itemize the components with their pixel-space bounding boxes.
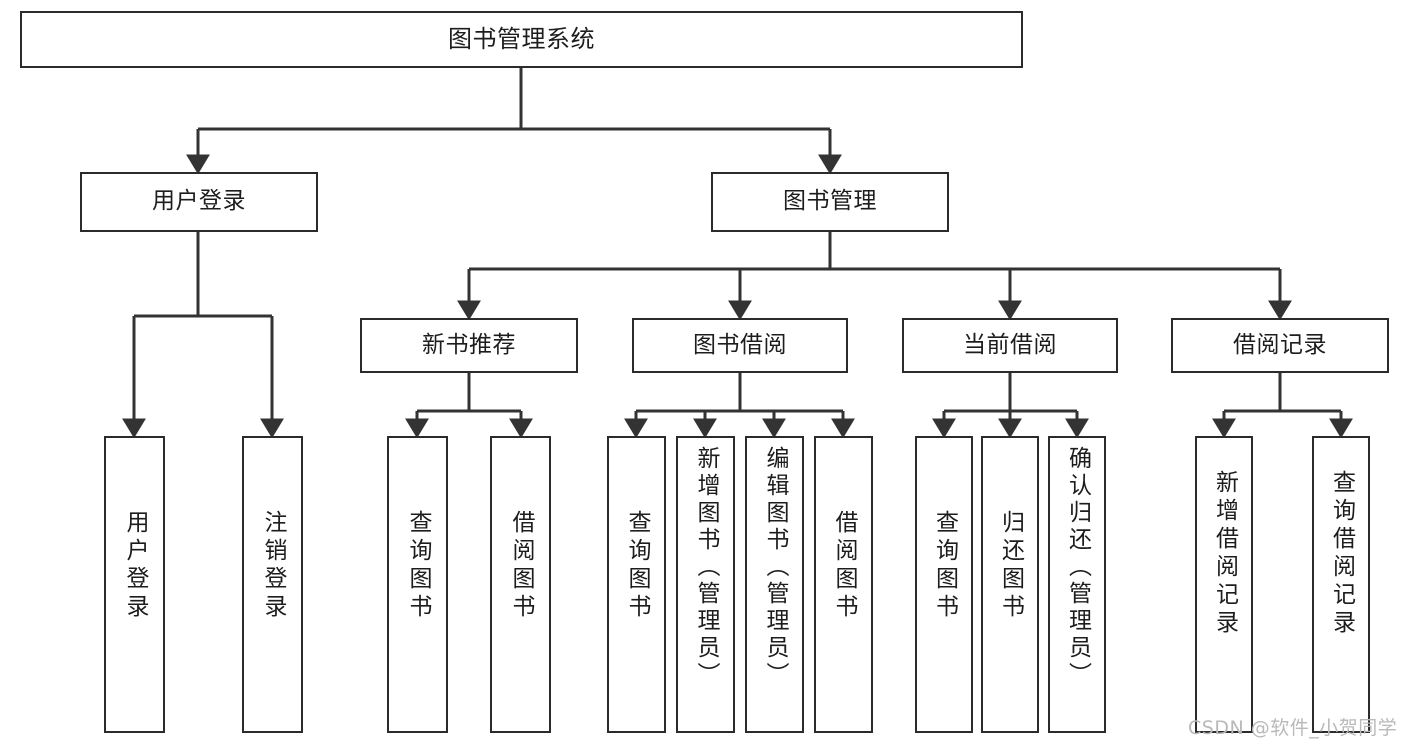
node-leaf-query-book-2-label: 查询图书 xyxy=(624,510,650,622)
node-leaf-confirm-return[interactable]: 确认归还（管理员） xyxy=(1048,436,1106,733)
watermark: CSDN @软件_小贺同学 xyxy=(1188,717,1398,739)
node-leaf-edit-book[interactable]: 编辑图书（管理员） xyxy=(745,436,804,733)
node-leaf-add-book[interactable]: 新增图书（管理员） xyxy=(676,436,735,733)
node-leaf-borrow-book-1-label: 借阅图书 xyxy=(508,510,534,622)
node-book-borrow-label: 图书借阅 xyxy=(693,331,787,358)
node-current-borrow[interactable]: 当前借阅 xyxy=(902,318,1118,373)
node-user-login[interactable]: 用户登录 xyxy=(80,172,318,232)
node-leaf-borrow-book-2[interactable]: 借阅图书 xyxy=(814,436,873,733)
node-book-management-label: 图书管理 xyxy=(783,188,877,215)
node-leaf-query-record-label: 查询借阅记录 xyxy=(1328,470,1355,638)
node-leaf-query-record[interactable]: 查询借阅记录 xyxy=(1312,436,1370,733)
node-root-label: 图书管理系统 xyxy=(448,25,595,54)
node-new-book-recommend[interactable]: 新书推荐 xyxy=(360,318,578,373)
node-book-management[interactable]: 图书管理 xyxy=(711,172,949,232)
node-leaf-query-book-2[interactable]: 查询图书 xyxy=(607,436,666,733)
node-leaf-borrow-book-2-label: 借阅图书 xyxy=(831,510,857,622)
node-leaf-query-book-1-label: 查询图书 xyxy=(405,510,431,622)
node-leaf-add-record[interactable]: 新增借阅记录 xyxy=(1195,436,1253,733)
node-book-borrow[interactable]: 图书借阅 xyxy=(632,318,848,373)
node-new-book-recommend-label: 新书推荐 xyxy=(422,331,516,358)
node-leaf-borrow-book-1[interactable]: 借阅图书 xyxy=(490,436,551,733)
node-leaf-query-book-3-label: 查询图书 xyxy=(931,510,958,622)
node-leaf-edit-book-label: 编辑图书（管理员） xyxy=(762,446,788,689)
node-leaf-return-book[interactable]: 归还图书 xyxy=(981,436,1039,733)
node-borrow-record-label: 借阅记录 xyxy=(1233,331,1327,358)
node-leaf-return-book-label: 归还图书 xyxy=(997,510,1024,622)
node-root[interactable]: 图书管理系统 xyxy=(20,11,1023,68)
node-leaf-user-login-label: 用户登录 xyxy=(122,510,148,622)
node-leaf-query-book-3[interactable]: 查询图书 xyxy=(915,436,973,733)
node-borrow-record[interactable]: 借阅记录 xyxy=(1171,318,1389,373)
node-current-borrow-label: 当前借阅 xyxy=(963,331,1057,358)
node-leaf-confirm-return-label: 确认归还（管理员） xyxy=(1064,446,1091,689)
node-user-login-label: 用户登录 xyxy=(152,188,246,215)
node-leaf-user-logout-label: 注销登录 xyxy=(260,510,286,622)
node-leaf-user-login[interactable]: 用户登录 xyxy=(104,436,165,733)
node-leaf-user-logout[interactable]: 注销登录 xyxy=(242,436,303,733)
node-leaf-add-book-label: 新增图书（管理员） xyxy=(693,446,719,689)
node-leaf-add-record-label: 新增借阅记录 xyxy=(1211,470,1238,638)
node-leaf-query-book-1[interactable]: 查询图书 xyxy=(387,436,448,733)
